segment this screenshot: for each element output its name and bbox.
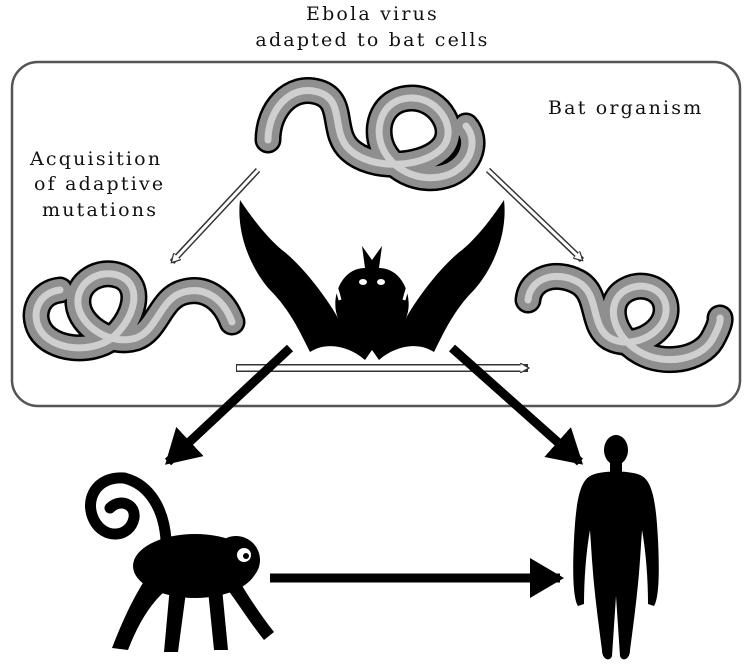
ebola-virus-icon xyxy=(528,276,720,359)
ebola-virus-icon xyxy=(268,91,472,178)
mutation-label-line-1: Acquisition xyxy=(30,147,162,171)
title-line-1: Ebola virus xyxy=(0,2,745,26)
human-icon xyxy=(573,435,659,659)
title-line-2: adapted to bat cells xyxy=(0,28,745,52)
mutation-label-line-3: mutations xyxy=(42,198,158,222)
bat-icon xyxy=(239,200,504,360)
ebola-virus-icon xyxy=(36,274,232,348)
bat-organism-label: Bat organism xyxy=(548,96,703,120)
mutation-label-line-2: of adaptive xyxy=(34,172,165,196)
monkey-icon xyxy=(91,478,274,652)
